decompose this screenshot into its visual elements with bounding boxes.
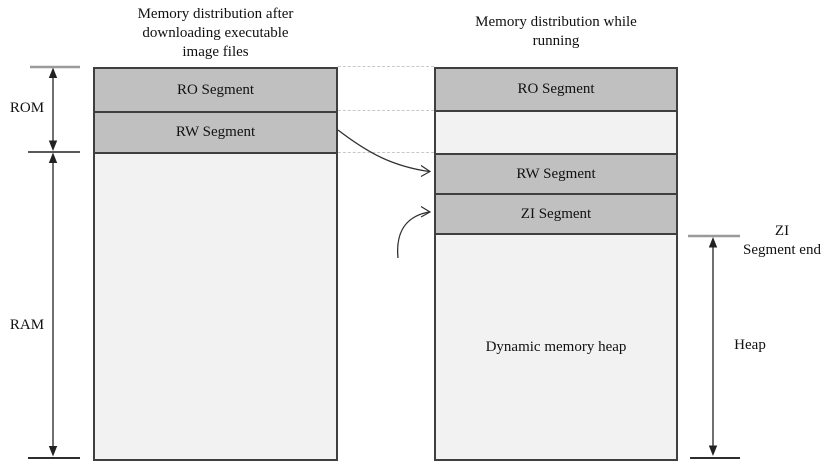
segment-gap-right xyxy=(436,112,676,155)
ram-label: RAM xyxy=(9,317,45,333)
heap-label: Heap xyxy=(734,337,766,353)
rw-relocation-arrow-icon xyxy=(337,129,432,178)
segment-empty-ram-left xyxy=(95,154,336,459)
segment-ro-left-label: RO Segment xyxy=(176,81,255,98)
column-while-running: RO Segment RW Segment ZI Segment Dynamic… xyxy=(434,67,678,461)
segment-ro-right: RO Segment xyxy=(436,69,676,112)
segment-zi-right-label: ZI Segment xyxy=(520,205,592,222)
ram-extent-arrow-icon xyxy=(48,152,58,457)
segment-rw-right: RW Segment xyxy=(436,155,676,195)
dashed-connector-rw-bottom xyxy=(338,152,434,153)
segment-heap-right: Dynamic memory heap xyxy=(436,235,676,459)
segment-zi-right: ZI Segment xyxy=(436,195,676,235)
heap-extent-arrow-icon xyxy=(708,237,718,456)
rom-extent-arrow-icon xyxy=(48,67,58,151)
segment-ro-left: RO Segment xyxy=(95,69,336,113)
left-column-title: Memory distribution after downloading ex… xyxy=(137,6,294,60)
zi-segment-end-label: ZI Segment end xyxy=(743,223,821,258)
right-column-title: Memory distribution while running xyxy=(475,14,637,49)
segment-rw-left-label: RW Segment xyxy=(175,124,256,140)
segment-rw-right-label: RW Segment xyxy=(516,165,596,182)
zi-pointer-arrow-icon xyxy=(396,205,432,259)
rom-label: ROM xyxy=(9,100,45,116)
segment-ro-right-label: RO Segment xyxy=(517,81,595,97)
dashed-connector-ro-bottom xyxy=(338,110,434,111)
segment-rw-left: RW Segment xyxy=(95,113,336,154)
dashed-connector-top xyxy=(338,66,434,67)
column-after-download: RO Segment RW Segment xyxy=(93,67,338,461)
segment-heap-right-label: Dynamic memory heap xyxy=(485,338,627,355)
